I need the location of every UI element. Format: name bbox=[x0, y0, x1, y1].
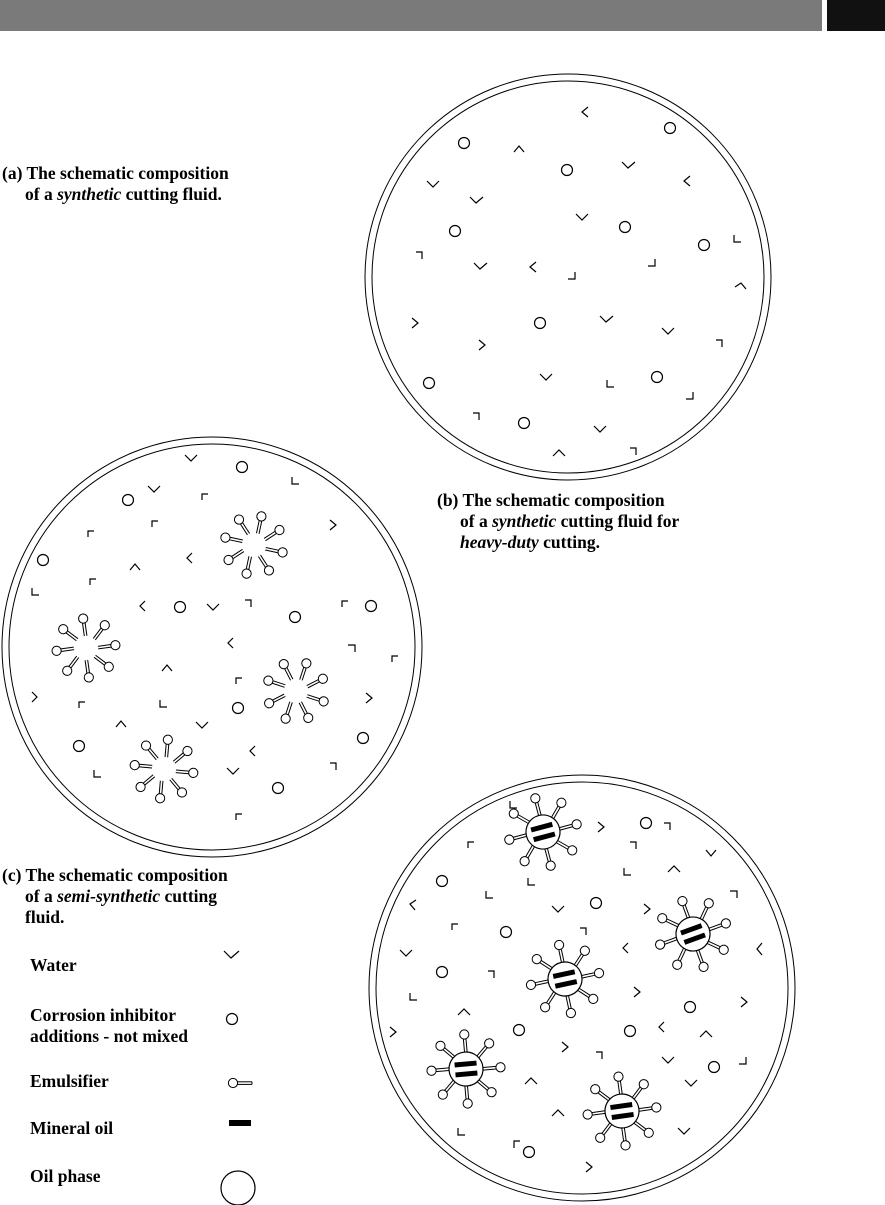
circle-c-particles bbox=[32, 455, 398, 820]
caption-b: (b) The schematic composition of a synth… bbox=[437, 490, 679, 553]
caption-a-line2: of a synthetic cutting fluid. bbox=[2, 184, 229, 205]
caption-c-line1: (c) The schematic composition bbox=[2, 865, 228, 885]
caption-c: (c) The schematic composition of a semi-… bbox=[2, 865, 228, 928]
legend-label-water: Water bbox=[30, 955, 77, 976]
emulsifier-tadpole-icon bbox=[228, 1078, 252, 1087]
caption-b-line3: heavy-duty cutting. bbox=[437, 532, 679, 553]
circle-b-heavy-duty bbox=[369, 775, 795, 1201]
legend-icons bbox=[221, 951, 255, 1205]
circle-c-semi-synthetic bbox=[2, 437, 422, 857]
legend-label-mineral-oil: Mineral oil bbox=[30, 1118, 113, 1139]
caption-b-line1: (b) The schematic composition bbox=[437, 490, 665, 510]
circle-a-particles bbox=[412, 107, 746, 456]
legend-label-emulsifier: Emulsifier bbox=[30, 1071, 109, 1092]
caption-b-line2: of a synthetic cutting fluid for bbox=[437, 511, 679, 532]
circle-b-droplets bbox=[424, 784, 743, 1155]
caption-a: (a) The schematic composition of a synth… bbox=[2, 163, 229, 205]
corrosion-inhibitor-circle-icon bbox=[227, 1014, 238, 1025]
circle-a-synthetic bbox=[365, 74, 771, 480]
mineral-oil-bar-icon bbox=[229, 1120, 251, 1126]
caption-c-line3: fluid. bbox=[2, 907, 228, 928]
oil-phase-circle-icon bbox=[221, 1171, 255, 1205]
caption-a-line1: (a) The schematic composition bbox=[2, 163, 229, 183]
caption-c-line2: of a semi-synthetic cutting bbox=[2, 886, 228, 907]
water-chevron-icon bbox=[224, 951, 239, 958]
circle-c-micelles bbox=[47, 505, 338, 806]
legend-label-oil-phase: Oil phase bbox=[30, 1166, 101, 1187]
